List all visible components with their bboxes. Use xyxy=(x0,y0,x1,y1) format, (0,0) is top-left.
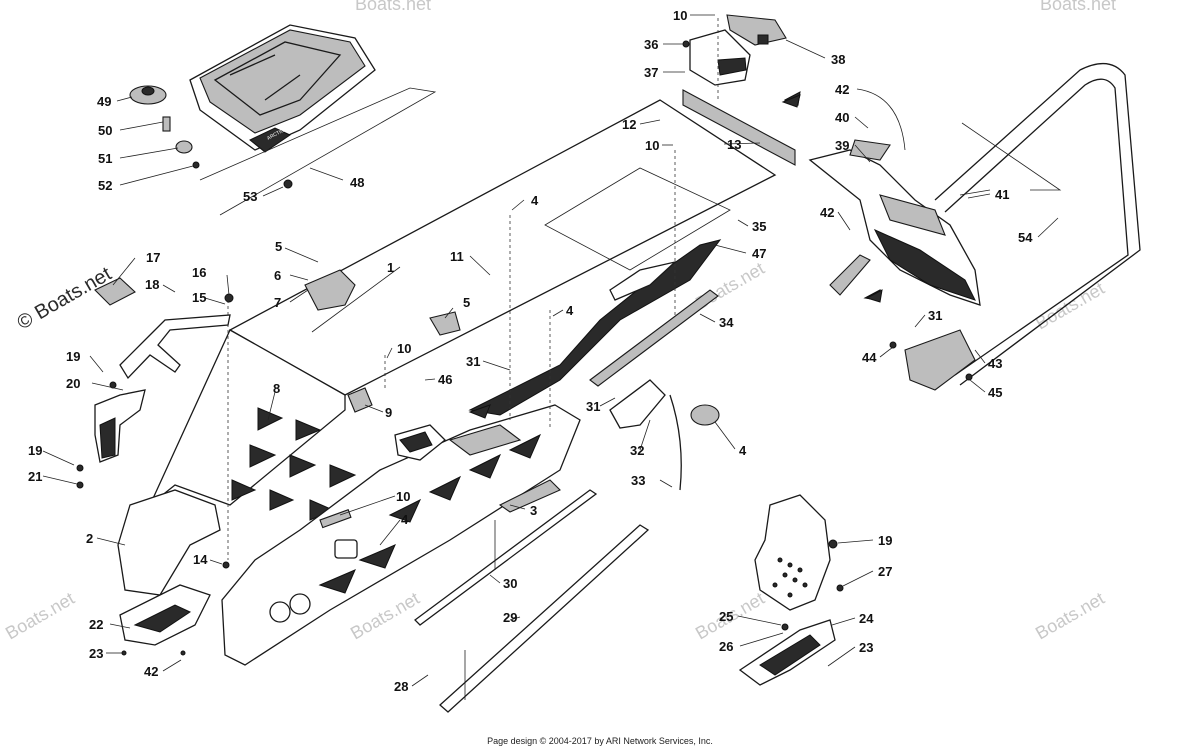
callout-labels: 10 36 37 38 49 50 51 52 53 48 12 10 13 4… xyxy=(28,8,1033,694)
callout: 30 xyxy=(503,576,517,591)
callout: 9 xyxy=(385,405,392,420)
callout: 27 xyxy=(878,564,892,579)
callout: 13 xyxy=(727,137,741,152)
leader-lines xyxy=(42,14,1059,687)
callout: 18 xyxy=(145,277,159,292)
callout: 22 xyxy=(89,617,103,632)
callout: 14 xyxy=(193,552,208,567)
seat-assembly: ARCTIC CAT xyxy=(129,24,437,216)
callout: 4 xyxy=(401,512,409,527)
callout: 21 xyxy=(28,469,42,484)
callout: 54 xyxy=(1018,230,1033,245)
callout: 44 xyxy=(862,350,877,365)
rear-bracket-assembly xyxy=(682,14,787,100)
side-footrest-assembly xyxy=(738,494,844,686)
callout: 4 xyxy=(531,193,539,208)
callout: 52 xyxy=(98,178,112,193)
callout: 28 xyxy=(394,679,408,694)
callout: 10 xyxy=(396,489,410,504)
callout: 1 xyxy=(387,260,394,275)
callout: 19 xyxy=(66,349,80,364)
callout: 31 xyxy=(586,399,600,414)
direction-arrow xyxy=(865,289,883,303)
callout: 37 xyxy=(644,65,658,80)
callout: 53 xyxy=(243,189,257,204)
callout: 31 xyxy=(928,308,942,323)
callout: 11 xyxy=(450,249,464,264)
watermark-text: Boats.net xyxy=(355,0,431,14)
callout: 33 xyxy=(631,473,645,488)
callout: 25 xyxy=(719,609,733,624)
callout: 34 xyxy=(719,315,734,330)
tunnel-cutouts xyxy=(231,407,357,521)
rails-and-hitch xyxy=(414,289,720,713)
callout: 12 xyxy=(622,117,636,132)
callout: 17 xyxy=(146,250,160,265)
callout: 31 xyxy=(466,354,480,369)
watermark-text: Boats.net xyxy=(1032,278,1108,333)
callout: 4 xyxy=(566,303,574,318)
callout: 5 xyxy=(463,295,470,310)
callout: 10 xyxy=(673,8,687,23)
callout: 15 xyxy=(192,290,206,305)
callout: 38 xyxy=(831,52,845,67)
watermark-text: Boats.net xyxy=(2,588,78,643)
footrest-assembly xyxy=(94,269,461,463)
direction-arrow xyxy=(781,94,801,108)
callout: 48 xyxy=(350,175,364,190)
tunnel-chassis xyxy=(76,99,777,666)
callout: 6 xyxy=(274,268,281,283)
rail-cutouts xyxy=(318,433,542,594)
copyright-watermark: © Boats.net xyxy=(14,263,116,335)
footrest-holes xyxy=(772,557,808,598)
callout: 29 xyxy=(503,610,517,625)
callout: 26 xyxy=(719,639,733,654)
callout: 43 xyxy=(988,356,1002,371)
callout: 20 xyxy=(66,376,80,391)
callout: 19 xyxy=(878,533,892,548)
callout: 41 xyxy=(995,187,1009,202)
callout: 5 xyxy=(275,239,282,254)
callout: 10 xyxy=(645,138,659,153)
direction-arrow xyxy=(468,404,491,419)
callout: 49 xyxy=(97,94,111,109)
callout: 23 xyxy=(859,640,873,655)
callout: 35 xyxy=(752,219,766,234)
watermark-text: Boats.net xyxy=(347,588,423,643)
callout: 36 xyxy=(644,37,658,52)
callout: 42 xyxy=(144,664,158,679)
callout: 47 xyxy=(752,246,766,261)
callout: 39 xyxy=(835,138,849,153)
callout: 51 xyxy=(98,151,112,166)
watermark-text: Boats.net xyxy=(1040,0,1116,14)
callout: 2 xyxy=(86,531,93,546)
callout: 46 xyxy=(438,372,452,387)
callout: 40 xyxy=(835,110,849,125)
callout: 42 xyxy=(835,82,849,97)
callout: 19 xyxy=(28,443,42,458)
callout: 42 xyxy=(820,205,834,220)
callout: 50 xyxy=(98,123,112,138)
callout: 8 xyxy=(273,381,280,396)
rear-bumper-assembly xyxy=(682,63,1141,391)
callout: 23 xyxy=(89,646,103,661)
callout: 7 xyxy=(274,295,281,310)
callout: 4 xyxy=(739,443,747,458)
watermark-text: Boats.net xyxy=(1032,588,1108,643)
callout: 10 xyxy=(397,341,411,356)
callout: 32 xyxy=(630,443,644,458)
callout: 24 xyxy=(859,611,874,626)
callout: 3 xyxy=(530,503,537,518)
callout: 45 xyxy=(988,385,1002,400)
callout: 16 xyxy=(192,265,206,280)
page-footer: Page design © 2004-2017 by ARI Network S… xyxy=(487,736,713,746)
